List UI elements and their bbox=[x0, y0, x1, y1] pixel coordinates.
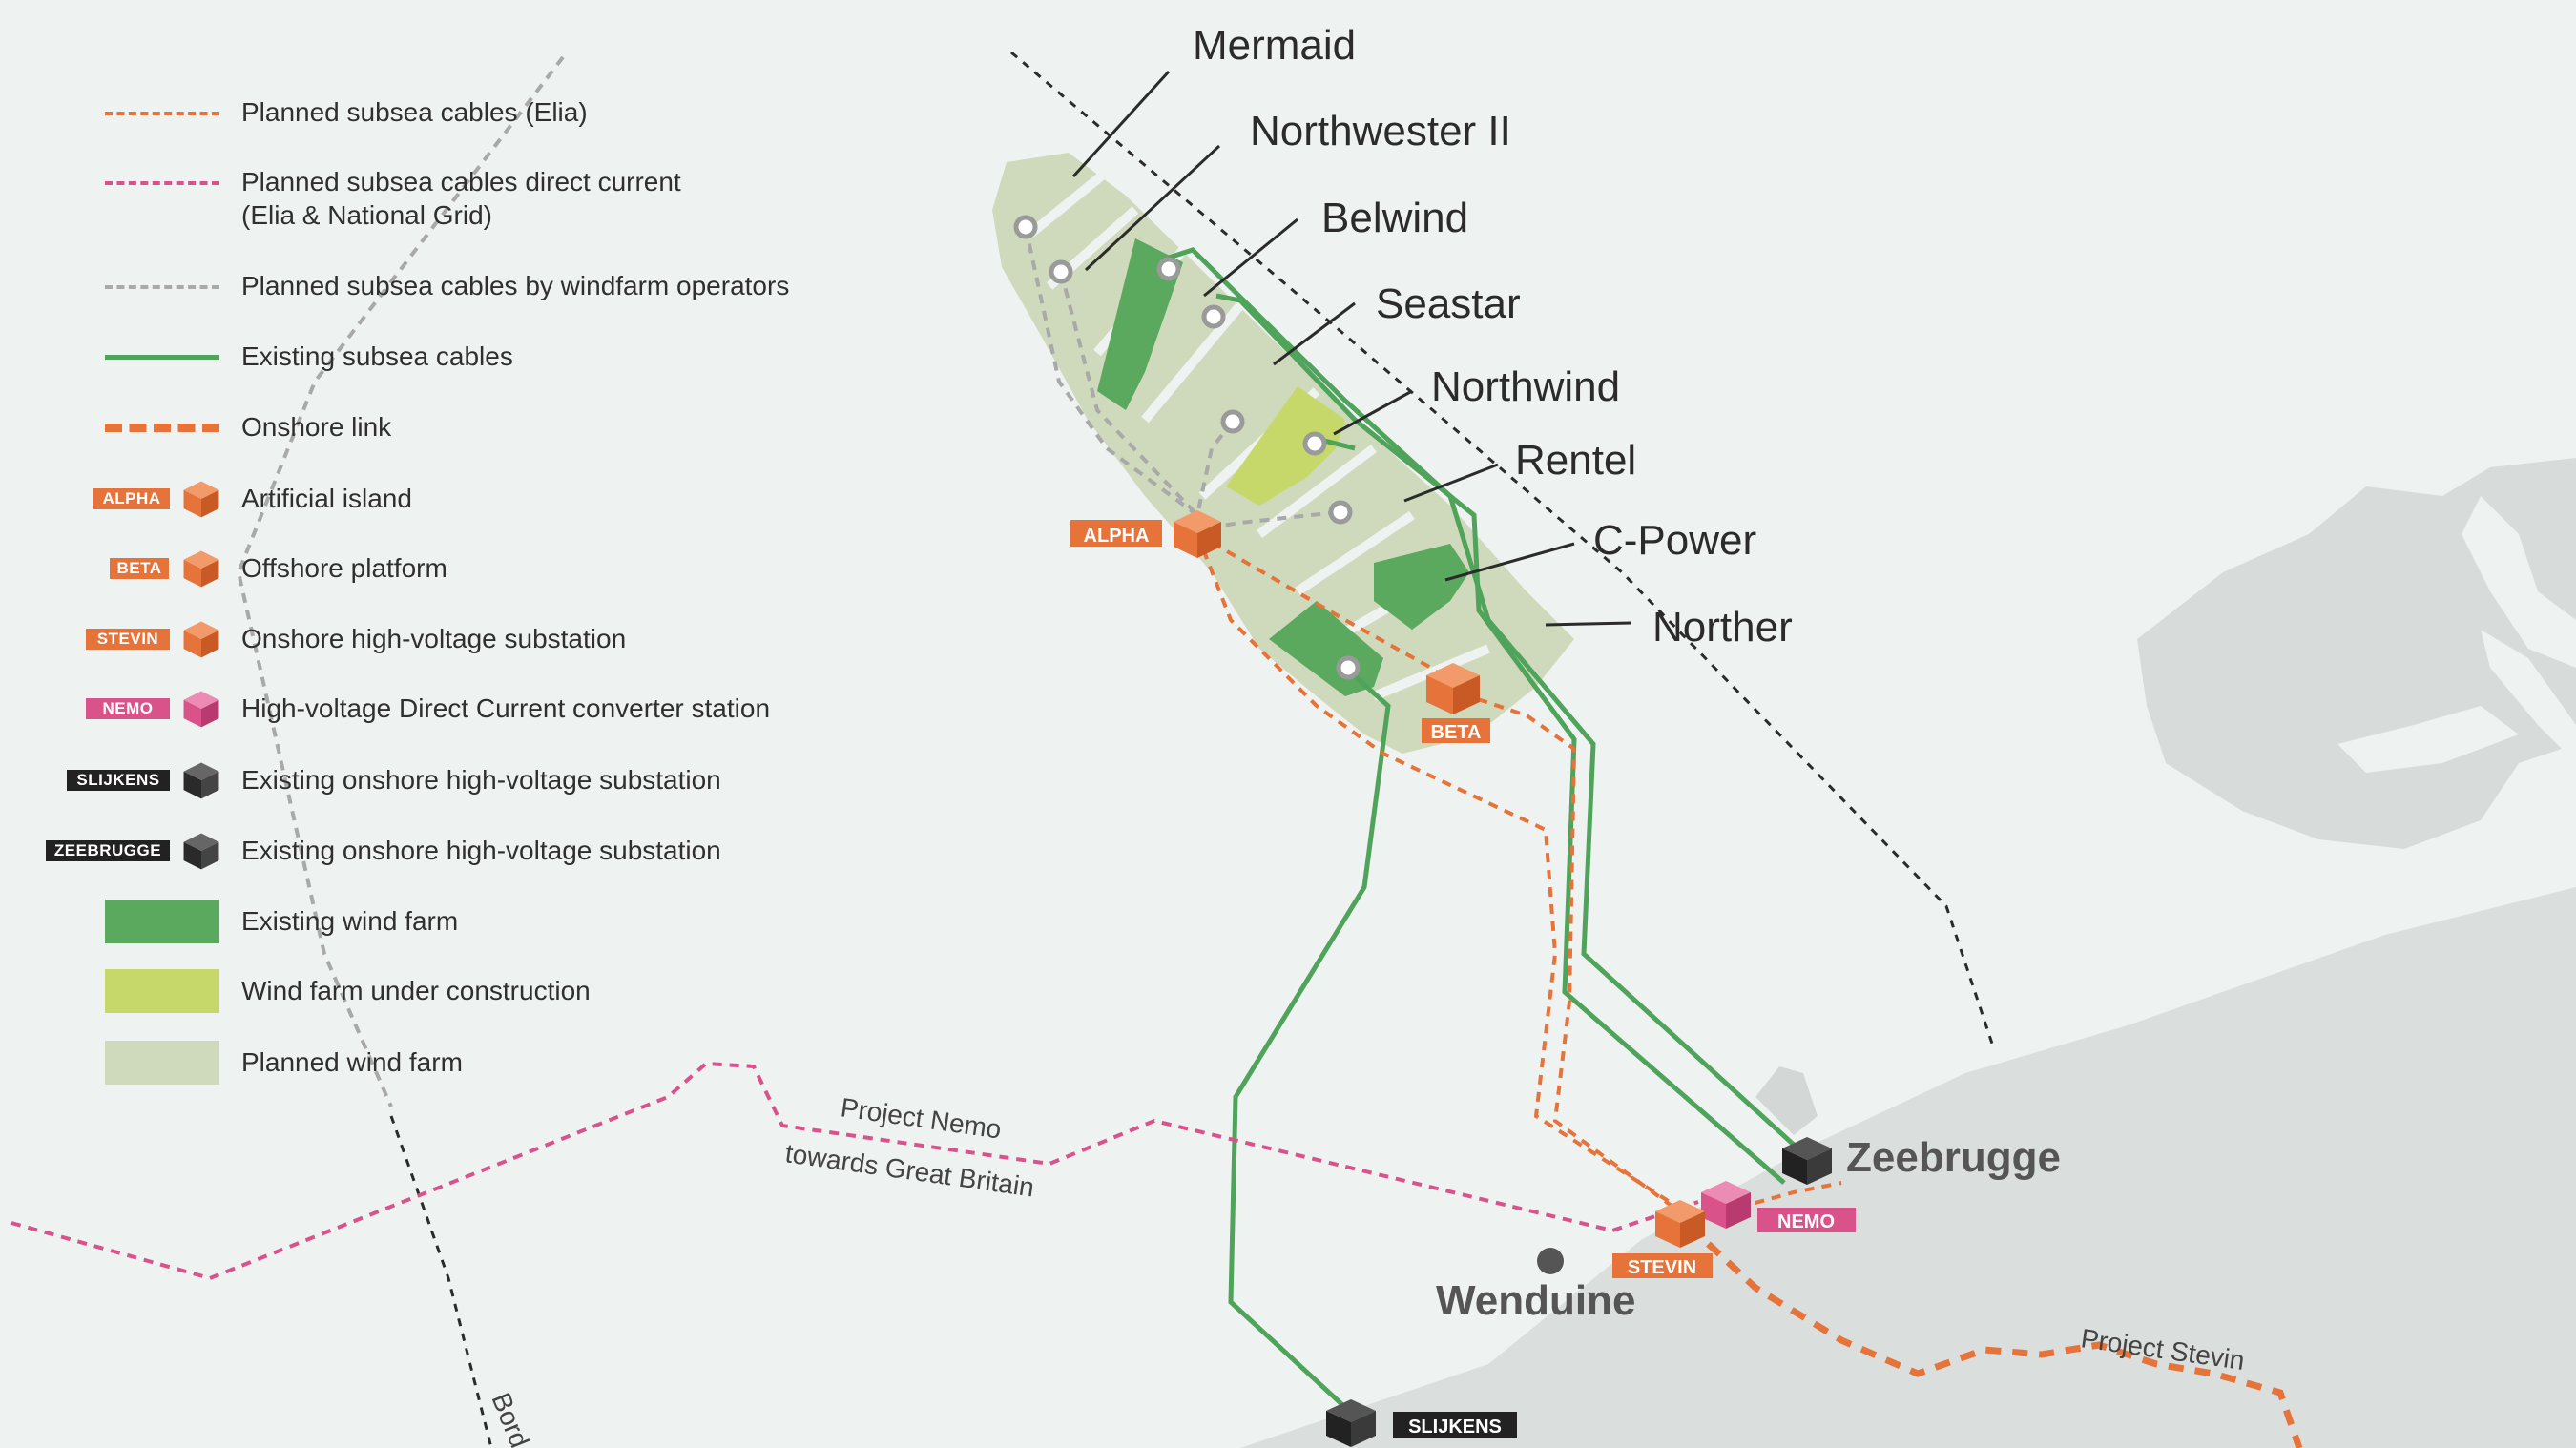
legend-label: Existing onshore high-voltage substation bbox=[241, 765, 721, 795]
black-cube-icon bbox=[183, 833, 219, 870]
alpha-artificial-island: ALPHA bbox=[1070, 510, 1221, 558]
thick-orange-dashed-line-symbol bbox=[105, 424, 219, 432]
green-line-symbol bbox=[105, 355, 219, 360]
orange-cube-icon bbox=[183, 550, 219, 588]
orange-cube-icon bbox=[1426, 663, 1480, 714]
pink-cube-icon bbox=[183, 691, 219, 728]
project-nemo-label-2: towards Great Britain bbox=[783, 1138, 1036, 1202]
stevin-tag: STEVIN bbox=[86, 629, 170, 650]
maritime-border-line bbox=[1010, 51, 1996, 1050]
legend-label: Existing wind farm bbox=[241, 906, 459, 936]
estuary-water-channel bbox=[2337, 706, 2519, 773]
slijkens-tag: SLIJKENS bbox=[67, 770, 170, 791]
legend-label: Planned subsea cables (Elia) bbox=[241, 97, 588, 127]
black-cube-icon bbox=[1326, 1399, 1376, 1447]
nemo-tag: NEMO bbox=[86, 698, 170, 719]
legend-label: Onshore link bbox=[241, 412, 392, 442]
label-wenduine: Wenduine bbox=[1436, 1277, 1635, 1324]
orange-cube-icon bbox=[1174, 510, 1221, 558]
nemo-converter-station: NEMO bbox=[1701, 1181, 1856, 1232]
legend-label: Existing subsea cables bbox=[241, 341, 513, 371]
orange-dashed-line-symbol bbox=[105, 112, 219, 115]
label-seastar: Seastar bbox=[1376, 280, 1521, 327]
alpha-tag: ALPHA bbox=[93, 488, 170, 509]
orange-cube-icon bbox=[183, 481, 219, 518]
svg-text:ALPHA: ALPHA bbox=[1084, 526, 1150, 547]
existing-subsea-cables bbox=[1168, 247, 1796, 1414]
svg-text:BETA: BETA bbox=[1431, 722, 1482, 743]
label-c-power: C-Power bbox=[1593, 517, 1756, 564]
legend-label: Wind farm under construction bbox=[241, 976, 591, 1005]
construction-wind-farm-northwind bbox=[1226, 386, 1345, 506]
coastline-land bbox=[1240, 887, 2576, 1448]
label-norther: Norther bbox=[1652, 604, 1793, 651]
legend-label: Onshore high-voltage substation bbox=[241, 624, 627, 653]
grey-dashed-line-symbol bbox=[105, 285, 219, 289]
zeebrugge-tag: ZEEBRUGGE bbox=[46, 840, 170, 861]
existing-wind-farm-swatch bbox=[105, 900, 219, 943]
label-callouts bbox=[1071, 70, 1632, 627]
wind-farm-labels: Mermaid Northwester II Belwind Seastar N… bbox=[1193, 22, 1793, 651]
label-belwind: Belwind bbox=[1321, 195, 1468, 241]
existing-wind-farm-c-power bbox=[1374, 544, 1469, 630]
orange-cube-icon bbox=[1655, 1200, 1705, 1248]
label-rentel: Rentel bbox=[1515, 437, 1636, 484]
stevin-substation: STEVIN bbox=[1612, 1200, 1713, 1278]
beta-tag: BETA bbox=[110, 558, 169, 579]
zeebrugge-substation: Zeebrugge bbox=[1782, 1134, 2061, 1185]
legend-label: Existing onshore high-voltage substation bbox=[241, 836, 721, 865]
svg-text:NEMO: NEMO bbox=[1777, 1211, 1835, 1232]
legend-label: Offshore platform bbox=[241, 553, 447, 583]
legend-label: High-voltage Direct Current converter st… bbox=[241, 693, 771, 723]
pink-dashed-line-symbol bbox=[105, 181, 219, 185]
map-legend: Planned subsea cables (Elia) Planned sub… bbox=[0, 0, 954, 1107]
estuary-water-channel bbox=[2481, 630, 2576, 763]
existing-wind-farm-belwind bbox=[1097, 238, 1183, 410]
planned-wind-farm-swatch bbox=[105, 1041, 219, 1085]
label-northwester-ii: Northwester II bbox=[1250, 108, 1511, 155]
label-northwind: Northwind bbox=[1431, 363, 1620, 410]
svg-text:STEVIN: STEVIN bbox=[1628, 1257, 1696, 1278]
harbour-mole bbox=[1755, 1066, 1818, 1135]
black-cube-icon bbox=[183, 762, 219, 799]
black-cube-icon bbox=[1782, 1137, 1832, 1185]
legend-label: Artificial island bbox=[241, 484, 412, 513]
onshore-link bbox=[1686, 1223, 2303, 1448]
wenduine-town: Wenduine bbox=[1436, 1248, 1635, 1324]
legend-label: Planned wind farm bbox=[241, 1047, 463, 1077]
label-zeebrugge: Zeebrugge bbox=[1846, 1134, 2061, 1181]
wind-farm-substation-dots bbox=[1013, 215, 1361, 680]
beta-offshore-platform: BETA bbox=[1422, 663, 1490, 743]
svg-text:SLIJKENS: SLIJKENS bbox=[1408, 1417, 1502, 1438]
border-label: Bord bbox=[486, 1389, 534, 1448]
pink-cube-icon bbox=[1701, 1181, 1751, 1229]
land-border-line bbox=[389, 1115, 493, 1448]
estuary-water-channel bbox=[2462, 496, 2576, 668]
label-mermaid: Mermaid bbox=[1193, 22, 1356, 69]
slijkens-substation: SLIJKENS bbox=[1326, 1399, 1517, 1447]
nemo-dc-cable bbox=[10, 1061, 1699, 1281]
legend-label: Planned subsea cables by windfarm operat… bbox=[241, 271, 790, 300]
legend-label-line2: (Elia & National Grid) bbox=[241, 200, 492, 230]
construction-wind-farm-swatch bbox=[105, 969, 219, 1013]
legend-label: Planned subsea cables direct current bbox=[241, 167, 681, 197]
orange-cube-icon bbox=[183, 621, 219, 658]
